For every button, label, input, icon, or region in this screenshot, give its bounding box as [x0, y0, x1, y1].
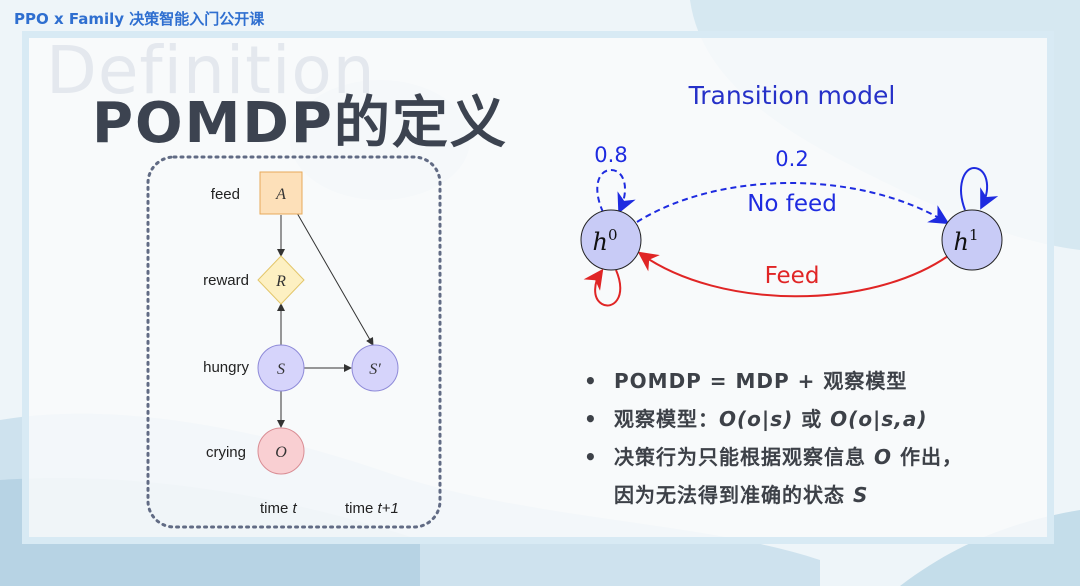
transition-model-diagram: Transition model h0 h1 0.8 0.2 No feed F… — [580, 81, 1003, 307]
label-hungry: hungry — [203, 359, 249, 376]
label-feed: feed — [211, 186, 240, 203]
node-r-label: R — [275, 273, 286, 290]
node-h0-label: h0 — [592, 226, 617, 256]
pomdp-graphical-model: A R S S′ O feed reward hungry crying tim… — [146, 155, 442, 529]
edge-h0-self-loop — [596, 168, 636, 214]
feed-label: Feed — [765, 263, 820, 289]
edge-h1-self-loop — [960, 166, 999, 211]
slide-title: POMDP的定义 — [92, 91, 508, 156]
no-feed-label: No feed — [747, 191, 837, 217]
watermark-text: Definition — [46, 32, 376, 109]
node-h1 — [941, 209, 1003, 271]
bullet-item: •POMDP = MDP + 观察模型 — [584, 362, 963, 400]
node-sprime-label: S′ — [369, 361, 381, 378]
slide-card — [22, 31, 1054, 544]
bullet-list: •POMDP = MDP + 观察模型 •观察模型：O(o|s) 或 O(o|s… — [584, 362, 963, 514]
node-action-a — [259, 171, 303, 215]
bullet-dot-icon: • — [584, 407, 598, 431]
dashed-frame — [146, 155, 442, 529]
time-t1-label: time t+1 — [345, 500, 399, 517]
edge-h0-self-loop-feed — [583, 268, 622, 307]
prob-h0-self: 0.8 — [594, 143, 627, 167]
bullet-dot-icon: • — [584, 369, 598, 393]
node-h0 — [580, 209, 642, 271]
node-reward-r — [257, 255, 305, 305]
bullet-item: •决策行为只能根据观察信息 O 作出， — [584, 438, 963, 476]
node-state-s — [257, 344, 305, 392]
edge-h0-to-h1 — [636, 182, 950, 225]
bullet-item: •观察模型：O(o|s) 或 O(o|s,a) — [584, 400, 963, 438]
prob-h0-h1: 0.2 — [775, 147, 808, 171]
label-reward: reward — [203, 272, 249, 289]
label-crying: crying — [206, 444, 246, 461]
course-header: PPO x Family 决策智能入门公开课 — [14, 10, 265, 28]
transition-title: Transition model — [688, 81, 896, 110]
bullet-continuation: 因为无法得到准确的状态 S — [614, 483, 869, 507]
time-t-label: time t — [260, 500, 298, 517]
node-s-label: S — [277, 361, 285, 378]
node-a-label: A — [275, 186, 286, 203]
bullet-dot-icon: • — [584, 445, 598, 469]
node-o-label: O — [275, 444, 287, 461]
edge-a-sprime — [296, 212, 374, 346]
node-h1-label: h1 — [953, 226, 978, 256]
edge-h1-to-h0 — [637, 251, 949, 298]
node-observation-o — [257, 427, 305, 475]
node-state-sprime — [351, 344, 399, 392]
